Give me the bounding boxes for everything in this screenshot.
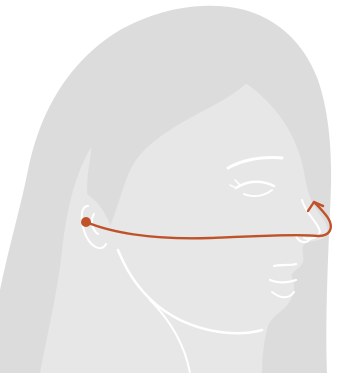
- measurement-start-dot: [81, 217, 91, 227]
